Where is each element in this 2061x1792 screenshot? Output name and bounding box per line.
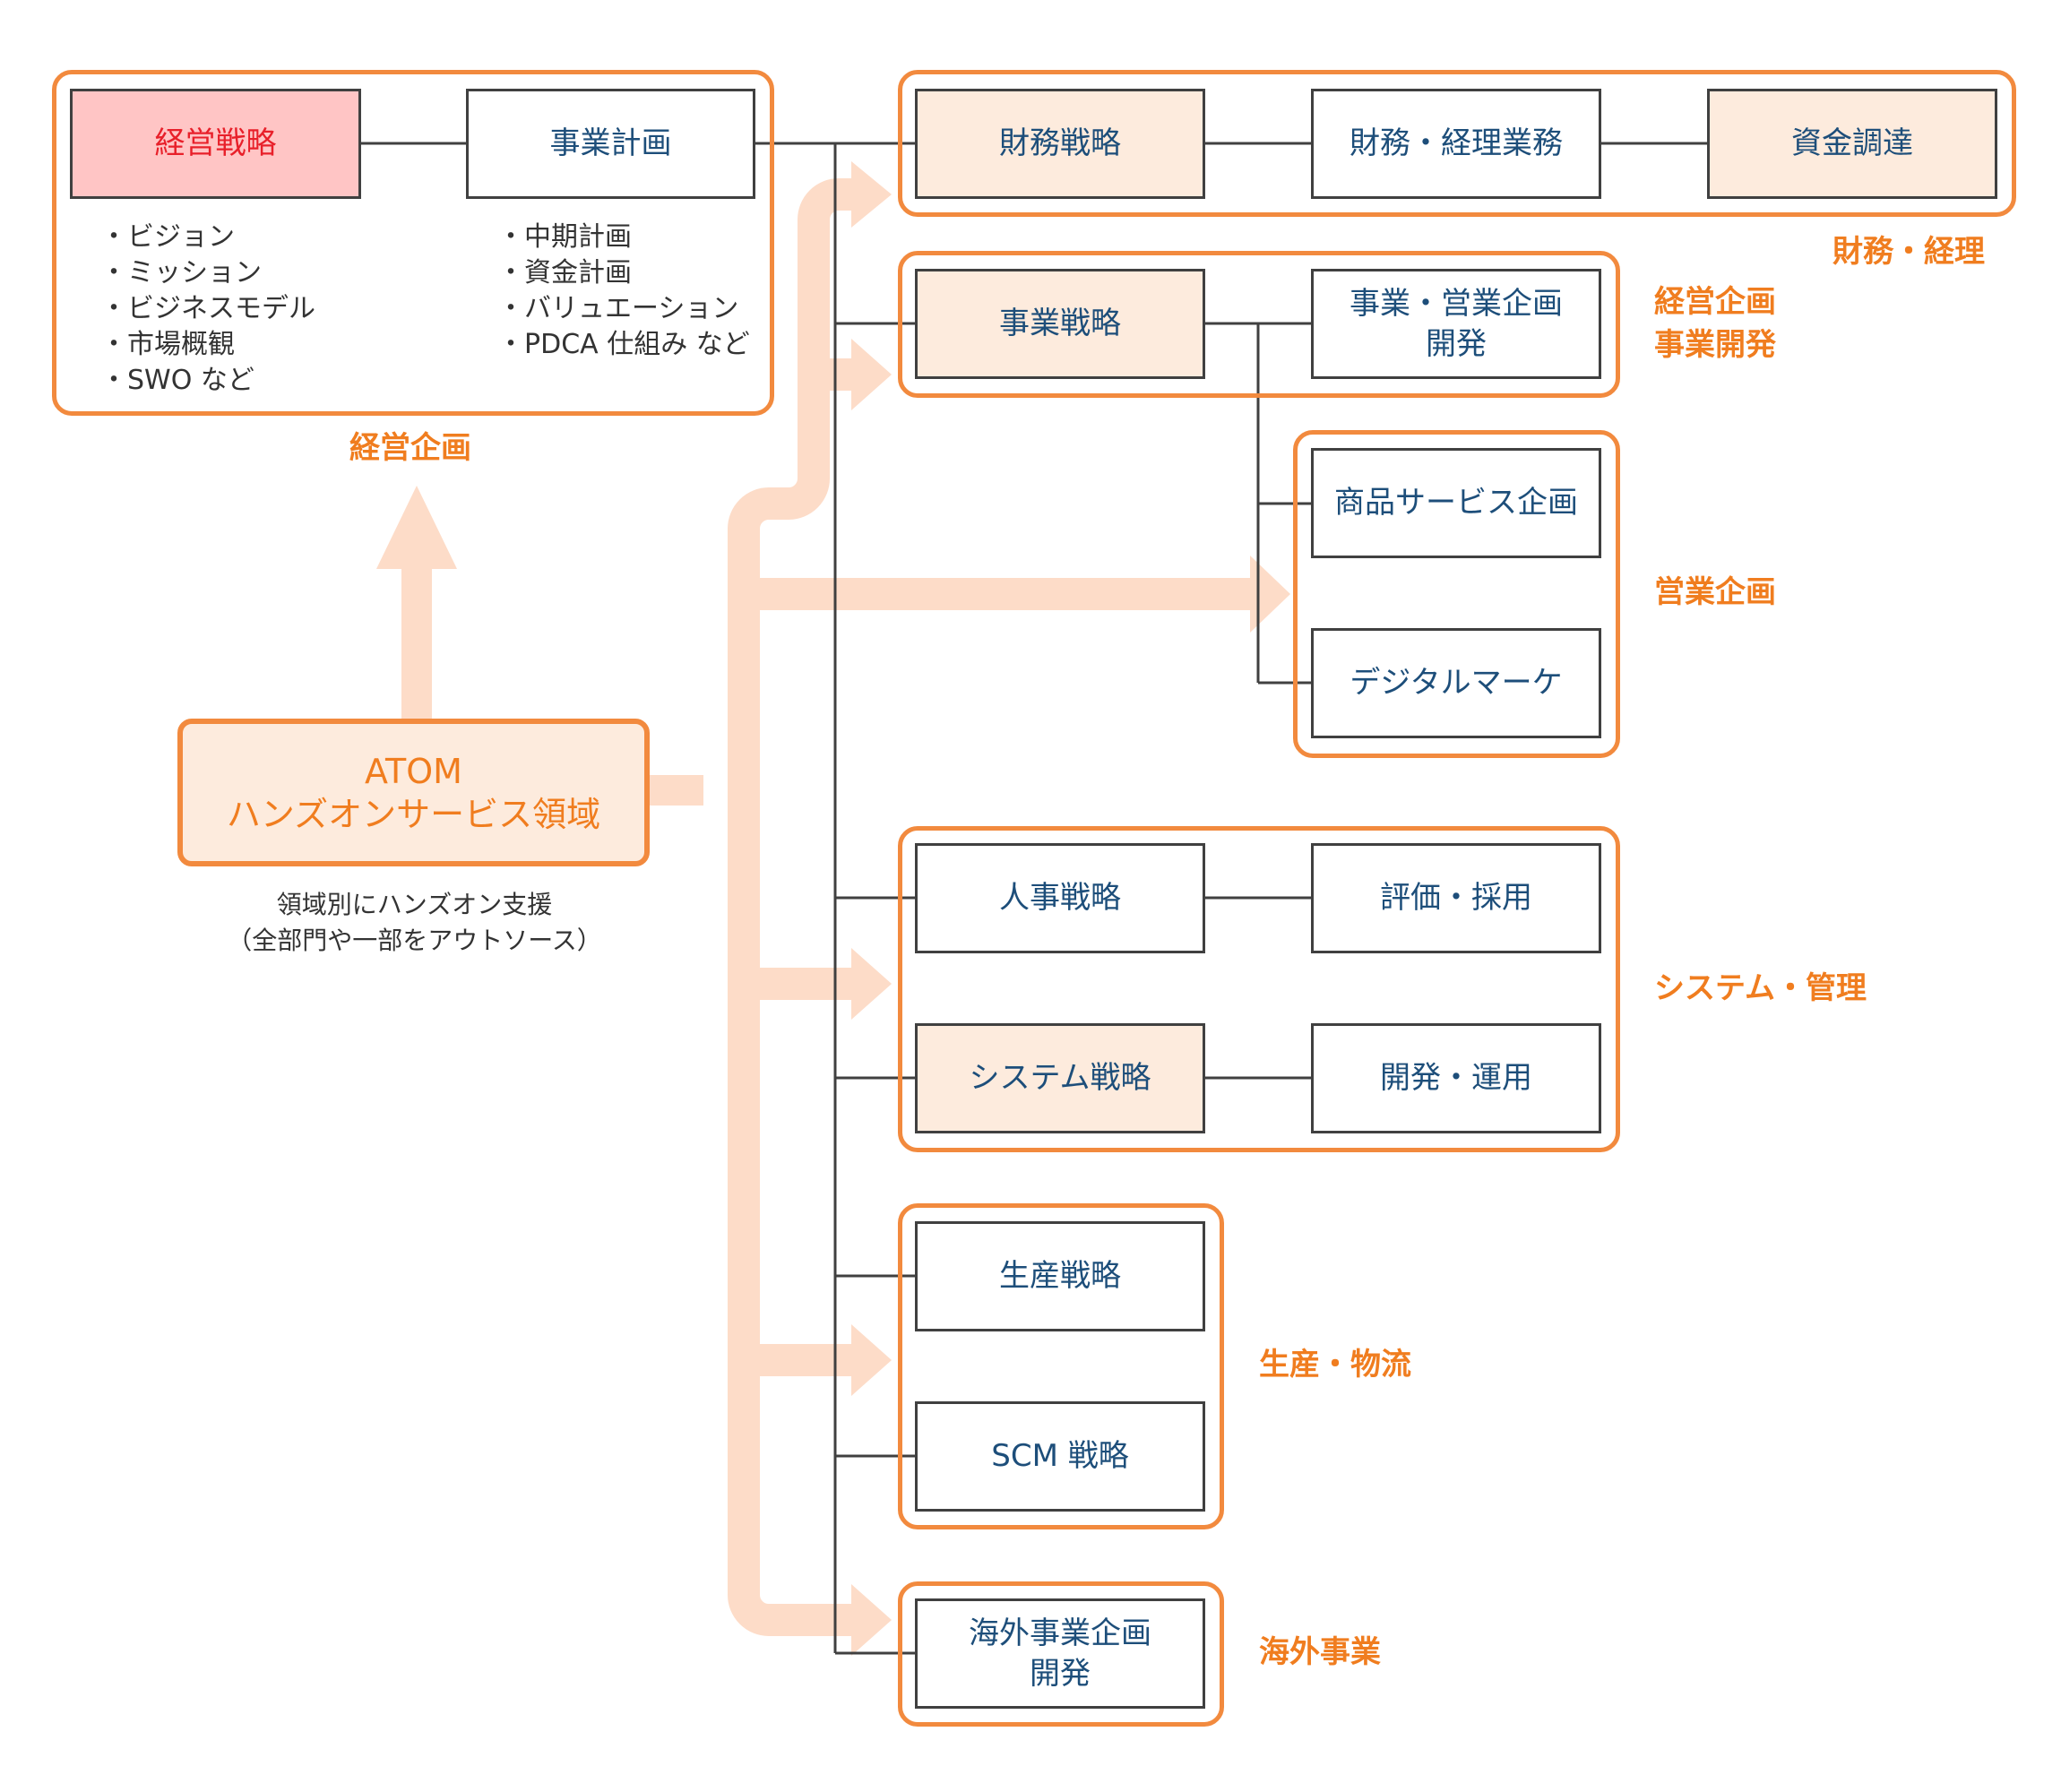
finance-group-label: 財務・経理 bbox=[1832, 234, 1985, 270]
management-strategy-label: 経営戦略 bbox=[154, 125, 277, 162]
production-strategy-box: 生産戦略 bbox=[915, 1221, 1205, 1331]
overseas-planning-label: 海外事業企画 開発 bbox=[969, 1615, 1151, 1692]
atom-subtitle: ハンズオンサービス領域 bbox=[226, 794, 601, 834]
arrow-head-business bbox=[851, 339, 892, 410]
development-operations-box: 開発・運用 bbox=[1311, 1023, 1601, 1133]
atom-note: 領域別にハンズオン支援 （全部門や一部をアウトソース） bbox=[161, 887, 668, 959]
arrow-head-system bbox=[851, 948, 892, 1020]
production-group bbox=[898, 1203, 1224, 1529]
strategy-bullet: ミッション bbox=[100, 255, 315, 291]
arrow-business-shaft bbox=[814, 358, 851, 391]
hr-strategy-label: 人事戦略 bbox=[999, 880, 1121, 917]
fundraising-box: 資金調達 bbox=[1707, 89, 1997, 199]
strategy-bullet: 市場概観 bbox=[100, 327, 315, 363]
finance-strategy-label: 財務戦略 bbox=[999, 125, 1121, 162]
arrow-head-finance bbox=[851, 161, 892, 228]
arrow-production-shaft bbox=[744, 1344, 851, 1376]
business-strategy-label: 事業戦略 bbox=[999, 306, 1121, 342]
business-group-label: 経営企画 事業開発 bbox=[1654, 284, 1776, 363]
plan-bullet: 資金計画 bbox=[497, 255, 750, 291]
production-strategy-label: 生産戦略 bbox=[999, 1258, 1121, 1295]
sales-group bbox=[1293, 430, 1620, 758]
hr-strategy-box: 人事戦略 bbox=[915, 843, 1205, 953]
finance-operations-box: 財務・経理業務 bbox=[1311, 89, 1601, 199]
overseas-planning-box: 海外事業企画 開発 bbox=[915, 1598, 1205, 1709]
product-service-planning-label: 商品サービス企画 bbox=[1334, 485, 1578, 521]
business-group bbox=[898, 251, 1620, 398]
arrow-head-sales bbox=[1250, 556, 1290, 633]
atom-service-box: ATOM ハンズオンサービス領域 bbox=[177, 719, 650, 866]
finance-group bbox=[898, 70, 2016, 217]
strategy-bullet: ビジネスモデル bbox=[100, 291, 315, 327]
business-sales-planning-box: 事業・営業企画 開発 bbox=[1311, 269, 1601, 379]
overseas-group-label: 海外事業 bbox=[1259, 1634, 1381, 1670]
plan-bullet: バリュエーション bbox=[497, 291, 750, 327]
digital-marketing-label: デジタルマーケ bbox=[1350, 665, 1563, 702]
system-group-label: システム・管理 bbox=[1654, 970, 1867, 1006]
plan-bullet-list: 中期計画 資金計画 バリュエーション PDCA 仕組み など bbox=[497, 220, 750, 363]
business-plan-box: 事業計画 bbox=[466, 89, 755, 199]
business-plan-label: 事業計画 bbox=[549, 125, 672, 162]
plan-bullet: PDCA 仕組み など bbox=[497, 327, 750, 363]
scm-strategy-label: SCM 戦略 bbox=[991, 1438, 1129, 1475]
overseas-group bbox=[898, 1581, 1224, 1727]
development-operations-label: 開発・運用 bbox=[1380, 1060, 1532, 1097]
business-sales-planning-label: 事業・営業企画 開発 bbox=[1350, 286, 1563, 362]
management-group-label: 経営企画 bbox=[349, 430, 471, 466]
trunk-arrow bbox=[728, 564, 851, 1636]
digital-marketing-box: デジタルマーケ bbox=[1311, 628, 1601, 738]
strategy-bullet-list: ビジョン ミッション ビジネスモデル 市場概観 SWO など bbox=[100, 220, 315, 399]
arrow-head-overseas bbox=[851, 1584, 892, 1656]
evaluation-hiring-label: 評価・採用 bbox=[1380, 880, 1532, 917]
atom-stub-arrow bbox=[645, 775, 703, 806]
plan-bullet: 中期計画 bbox=[497, 220, 750, 255]
arrow-head-production bbox=[851, 1324, 892, 1396]
evaluation-hiring-box: 評価・採用 bbox=[1311, 843, 1601, 953]
strategy-bullet: ビジョン bbox=[100, 220, 315, 255]
atom-note-line: （全部門や一部をアウトソース） bbox=[227, 926, 602, 955]
up-arrow-shaft bbox=[401, 569, 432, 726]
strategy-bullet: SWO など bbox=[100, 363, 315, 399]
scm-strategy-box: SCM 戦略 bbox=[915, 1401, 1205, 1512]
business-strategy-box: 事業戦略 bbox=[915, 269, 1205, 379]
system-group bbox=[898, 826, 1620, 1152]
product-service-planning-box: 商品サービス企画 bbox=[1311, 448, 1601, 558]
arrow-system-shaft bbox=[744, 968, 851, 1000]
finance-operations-label: 財務・経理業務 bbox=[1350, 125, 1563, 162]
atom-title: ATOM bbox=[365, 751, 462, 791]
tree-lines bbox=[361, 142, 1707, 1655]
system-strategy-label: システム戦略 bbox=[969, 1060, 1151, 1097]
arrow-sales-shaft bbox=[744, 578, 1250, 610]
finance-strategy-box: 財務戦略 bbox=[915, 89, 1205, 199]
management-strategy-box: 経営戦略 bbox=[70, 89, 361, 199]
sales-group-label: 営業企画 bbox=[1654, 574, 1776, 610]
management-group bbox=[52, 70, 774, 416]
flow-arrows bbox=[376, 161, 1290, 1656]
up-arrow-head bbox=[376, 486, 457, 569]
system-strategy-box: システム戦略 bbox=[915, 1023, 1205, 1133]
atom-note-line: 領域別にハンズオン支援 bbox=[276, 890, 553, 919]
fundraising-label: 資金調達 bbox=[1791, 125, 1913, 162]
production-group-label: 生産・物流 bbox=[1259, 1347, 1411, 1383]
upper-branch-arrow bbox=[728, 178, 851, 1595]
